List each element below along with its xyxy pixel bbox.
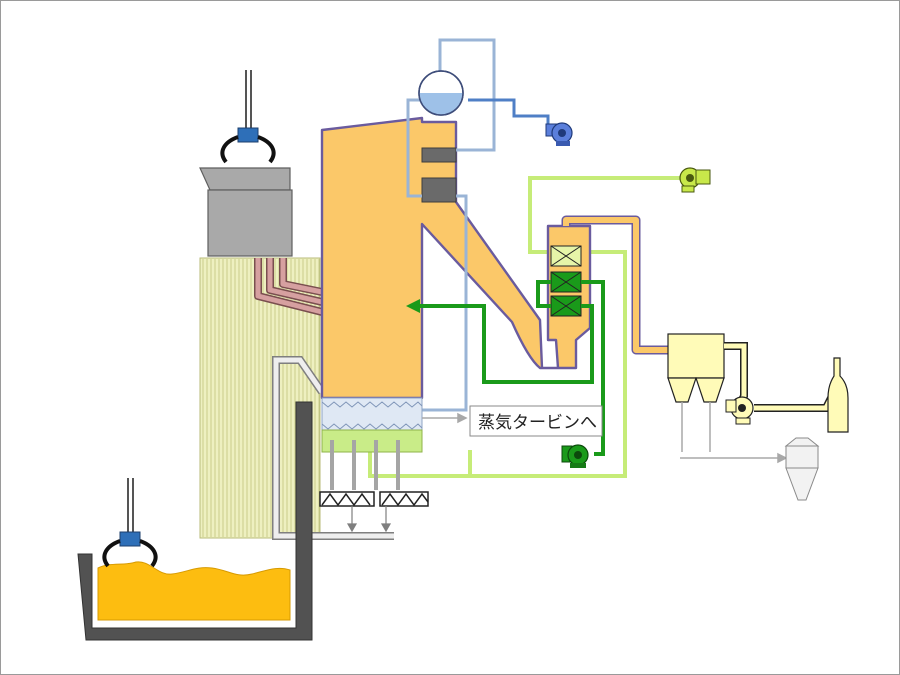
exhaust-duct xyxy=(561,215,668,355)
steam-turbine-label: 蒸気タービンへ xyxy=(478,413,597,433)
ash-lines xyxy=(680,402,788,464)
furnace xyxy=(320,116,592,400)
grate-area xyxy=(321,397,423,490)
crane-grab-icon xyxy=(102,478,158,568)
steam-drum-icon xyxy=(418,70,464,116)
bag-filter xyxy=(667,333,725,403)
blower-icon xyxy=(679,167,711,193)
heat-exchanger-upper xyxy=(421,147,457,163)
pump-icon xyxy=(561,444,589,468)
pump-icon xyxy=(545,122,573,146)
chimney xyxy=(827,357,849,433)
crane-grab-icon xyxy=(220,70,276,164)
catalyst-block-icon xyxy=(550,245,582,317)
steam-turbine-arrow xyxy=(422,412,468,424)
steam-turbine-label-box xyxy=(469,405,603,437)
feedwater-line xyxy=(468,98,550,130)
green-return-pipe xyxy=(418,280,605,456)
ash-silo xyxy=(784,437,820,501)
fan-icon xyxy=(725,396,754,425)
waste-pit xyxy=(77,401,313,641)
screw-conveyor-icon xyxy=(319,491,429,533)
heat-exchanger-lower xyxy=(421,177,457,203)
waste-hopper xyxy=(199,167,293,257)
flue-pipes xyxy=(254,258,323,316)
arrow-icon xyxy=(406,299,420,313)
ash-chute xyxy=(272,356,394,540)
